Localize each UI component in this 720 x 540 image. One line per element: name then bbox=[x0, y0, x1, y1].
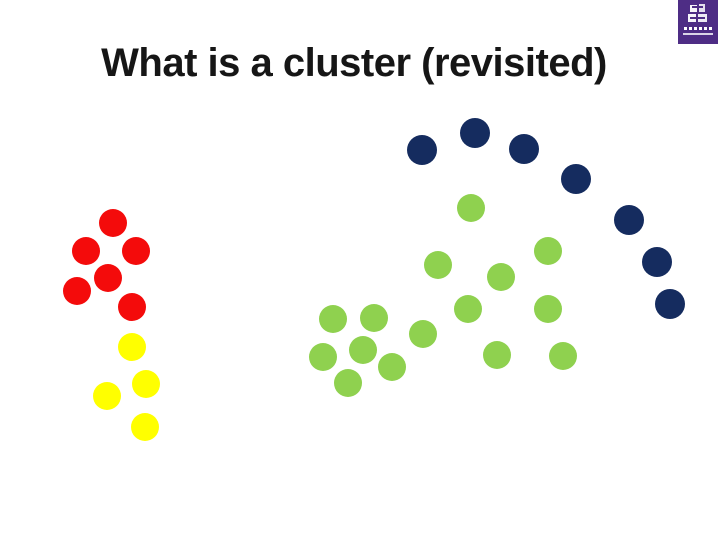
cluster-dot-green bbox=[309, 343, 337, 371]
cluster-dot-green bbox=[409, 320, 437, 348]
cluster-dot-green bbox=[378, 353, 406, 381]
cluster-dot-navy bbox=[655, 289, 685, 319]
cluster-dot-yellow bbox=[93, 382, 121, 410]
cluster-dot-green bbox=[454, 295, 482, 323]
cluster-dot-red bbox=[72, 237, 100, 265]
cluster-dot-navy bbox=[642, 247, 672, 277]
cluster-dot-red bbox=[94, 264, 122, 292]
university-crest-icon bbox=[678, 0, 718, 44]
cluster-dot-green bbox=[319, 305, 347, 333]
cluster-dot-green bbox=[457, 194, 485, 222]
cluster-dot-green bbox=[349, 336, 377, 364]
slide-title: What is a cluster (revisited) bbox=[101, 41, 607, 85]
cluster-dot-navy bbox=[407, 135, 437, 165]
cluster-dot-red bbox=[63, 277, 91, 305]
cluster-dot-red bbox=[118, 293, 146, 321]
cluster-dot-yellow bbox=[131, 413, 159, 441]
cluster-dot-green bbox=[360, 304, 388, 332]
cluster-dot-green bbox=[534, 237, 562, 265]
cluster-dot-yellow bbox=[118, 333, 146, 361]
cluster-dot-green bbox=[487, 263, 515, 291]
cluster-dot-yellow bbox=[132, 370, 160, 398]
cluster-dot-green bbox=[549, 342, 577, 370]
cluster-dot-navy bbox=[614, 205, 644, 235]
cluster-dot-green bbox=[334, 369, 362, 397]
cluster-dot-navy bbox=[561, 164, 591, 194]
cluster-dot-green bbox=[534, 295, 562, 323]
cluster-dot-navy bbox=[460, 118, 490, 148]
cluster-dot-navy bbox=[509, 134, 539, 164]
cluster-dot-red bbox=[122, 237, 150, 265]
cluster-dot-green bbox=[424, 251, 452, 279]
cluster-dot-green bbox=[483, 341, 511, 369]
cluster-dot-red bbox=[99, 209, 127, 237]
